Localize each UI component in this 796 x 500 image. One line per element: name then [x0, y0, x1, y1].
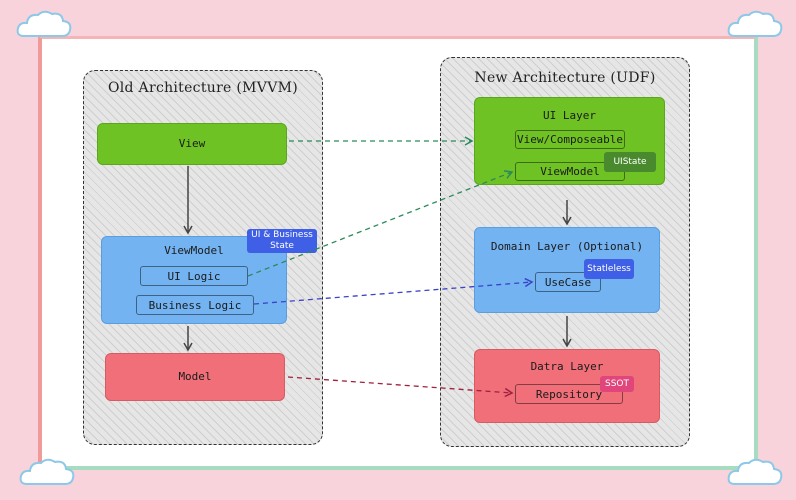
- cloud-top-left-icon: [16, 10, 72, 37]
- old-viewmodel-label: ViewModel: [164, 244, 224, 257]
- ssot-tag: SSOT: [600, 376, 634, 392]
- arrow-businesslogic-to-usecase: [253, 277, 534, 305]
- old-view-box: View: [97, 123, 287, 165]
- ui-logic-box: UI Logic: [140, 266, 248, 286]
- arrow-model-to-repository: [287, 376, 514, 398]
- arrow-uilogic-to-viewmodel: [247, 170, 514, 277]
- old-architecture-title: Old Architecture (MVVM): [107, 80, 299, 96]
- usecase-box: UseCase: [535, 272, 601, 292]
- data-layer-label: Datra Layer: [530, 360, 604, 373]
- uistate-tag: UIState: [604, 152, 656, 172]
- old-view-label: View: [178, 137, 206, 150]
- old-model-label: Model: [178, 370, 212, 383]
- repository-box: Repository: [515, 384, 623, 404]
- new-architecture-title: New Architecture (UDF): [474, 70, 656, 86]
- cloud-top-right-icon: [727, 10, 783, 37]
- cloud-bottom-right-icon: [727, 458, 783, 485]
- business-logic-box: Business Logic: [136, 295, 254, 315]
- cloud-bottom-left-icon: [19, 458, 75, 485]
- ui-business-state-tag: UI & Business State: [247, 229, 317, 253]
- domain-layer-label: Domain Layer (Optional): [490, 240, 644, 253]
- old-model-box: Model: [105, 353, 285, 401]
- stateless-tag: Statleless: [584, 259, 634, 279]
- view-composeable-box: View/Composeable: [515, 130, 625, 149]
- ui-layer-label: UI Layer: [543, 109, 596, 122]
